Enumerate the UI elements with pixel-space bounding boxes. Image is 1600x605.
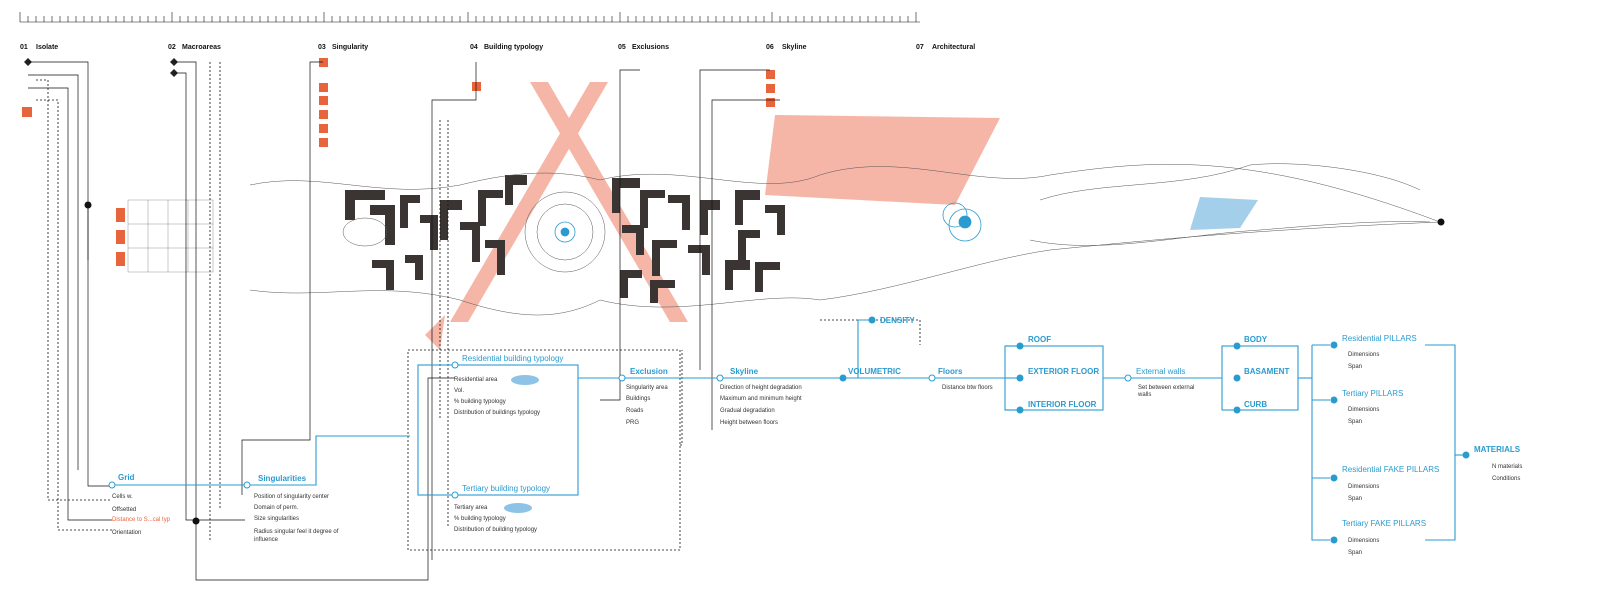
ruler-ticks — [19, 12, 917, 22]
blue-flow-nodes — [108, 316, 1470, 544]
pillars-4-span: Span — [1348, 550, 1363, 556]
blue-flow-lines — [112, 319, 1465, 541]
tertiary-item-distribution: Distribution of building typology — [454, 527, 538, 533]
phase-5-title: Exclusions — [632, 44, 669, 51]
connector-lines-dashed — [36, 62, 921, 551]
curb-node-label: CURB — [1244, 400, 1268, 409]
external-walls-item: Set between external walls — [1138, 385, 1195, 398]
phase-2-num: 02 — [168, 44, 176, 51]
singularities-item-domain: Domain of perm. — [254, 505, 299, 511]
materials-node-label: MATERIALS — [1474, 445, 1521, 454]
exclusion-item-buildings: Buildings — [626, 396, 651, 402]
grid-item-orientation: Orientation — [112, 530, 142, 536]
phase-4-title: Building typology — [484, 44, 544, 51]
basament-node-label: BASAMENT — [1244, 367, 1290, 376]
pillars-3-dimensions: Dimensions — [1348, 484, 1380, 490]
pillars-4-dimensions: Dimensions — [1348, 538, 1380, 544]
exclusion-item-roads: Roads — [626, 408, 644, 414]
skyline-item-maxmin: Maximum and minimum height — [720, 396, 802, 402]
roof-node-label: ROOF — [1028, 335, 1052, 344]
phase-7-title: Architectural — [932, 44, 976, 51]
phase-1-title: Isolate — [36, 44, 59, 51]
tertiary-item-percent: % building typology — [454, 516, 506, 522]
blue-roof-shape — [1190, 197, 1258, 230]
phase-7-num: 07 — [916, 44, 924, 51]
phase-2-title: Macroareas — [182, 44, 221, 51]
small-blue-glyphs — [504, 375, 539, 513]
contour-lines — [249, 163, 1441, 316]
pillars-1-span: Span — [1348, 364, 1363, 370]
materials-item-n: N materials — [1492, 464, 1523, 470]
skyline-item-direction: Direction of height degradation — [720, 385, 802, 391]
phase-4-num: 04 — [470, 44, 478, 51]
phase-1-num: 01 — [20, 44, 28, 51]
pillars-1-dimensions: Dimensions — [1348, 352, 1380, 358]
residential-typology-label: Residential building typology — [462, 354, 564, 363]
phase-6-title: Skyline — [782, 44, 807, 51]
macroarea-blocks — [116, 208, 125, 266]
volumetric-node-label: VOLUMETRIC — [848, 367, 901, 376]
phase-6-num: 06 — [766, 44, 774, 51]
phase-5-num: 05 — [618, 44, 626, 51]
interior-floor-node-label: INTERIOR FLOOR — [1028, 400, 1097, 409]
density-node-label: DENSITY — [880, 316, 915, 325]
tertiary-typology-label: Tertiary building typology — [462, 484, 551, 493]
exterior-floor-node-label: EXTERIOR FLOOR — [1028, 367, 1100, 376]
external-walls-node-label: External walls — [1136, 367, 1186, 376]
phase-icons — [22, 58, 775, 147]
singularities-item-position: Position of singularity center — [254, 494, 330, 500]
floors-node-label: Floors — [938, 367, 963, 376]
exclusion-node-label: Exclusion — [630, 367, 668, 376]
pillars-3-label: Residential FAKE PILLARS — [1342, 465, 1440, 474]
singularities-item-radius: Radius singular feel it degree of influe… — [254, 529, 339, 543]
residential-item-area: Residential area — [454, 377, 498, 383]
pillars-4-label: Tertiary FAKE PILLARS — [1342, 519, 1427, 528]
tertiary-item-area: Tertiary area — [454, 505, 488, 511]
skyline-item-gradual: Gradual degradation — [720, 408, 775, 414]
singularities-item-size: Size singularities — [254, 516, 300, 522]
residential-item-distribution: Distribution of buildings typology — [454, 410, 541, 416]
residential-item-vol: Vol. — [454, 388, 465, 394]
grid-item-cells: Cells w. — [112, 494, 133, 500]
pillars-2-dimensions: Dimensions — [1348, 407, 1380, 413]
pillars-1-label: Residential PILLARS — [1342, 334, 1417, 343]
materials-item-conditions: Conditions — [1492, 476, 1521, 482]
singularity-marks — [554, 202, 982, 243]
connector-dots — [84, 201, 1445, 525]
exclusion-cross-shapes — [425, 82, 1000, 350]
connector-lines-dark — [28, 61, 780, 581]
phase-3-num: 03 — [318, 44, 326, 51]
exclusion-item-prg: PRG — [626, 420, 640, 426]
pillars-3-span: Span — [1348, 496, 1363, 502]
residential-item-percent: % building typology — [454, 399, 506, 405]
grid-item-distance: Distance to S...cal typ — [112, 517, 171, 523]
grid-lines-left — [127, 199, 214, 273]
pillars-2-label: Tertiary PILLARS — [1342, 389, 1404, 398]
skyline-item-height: Height between floors — [720, 420, 779, 426]
floors-item-distance: Distance btw floors — [942, 385, 993, 391]
body-node-label: BODY — [1244, 335, 1268, 344]
urban-blocks — [345, 175, 785, 303]
pillars-2-span: Span — [1348, 419, 1363, 425]
skyline-node-label: Skyline — [730, 367, 759, 376]
singularities-node-label: Singularities — [258, 474, 307, 483]
grid-item-offsetted: Offsetted — [112, 507, 137, 513]
grid-node-label: Grid — [118, 473, 135, 482]
exclusion-item-singularity: Singularity area — [626, 385, 668, 391]
phase-3-title: Singularity — [332, 44, 369, 51]
